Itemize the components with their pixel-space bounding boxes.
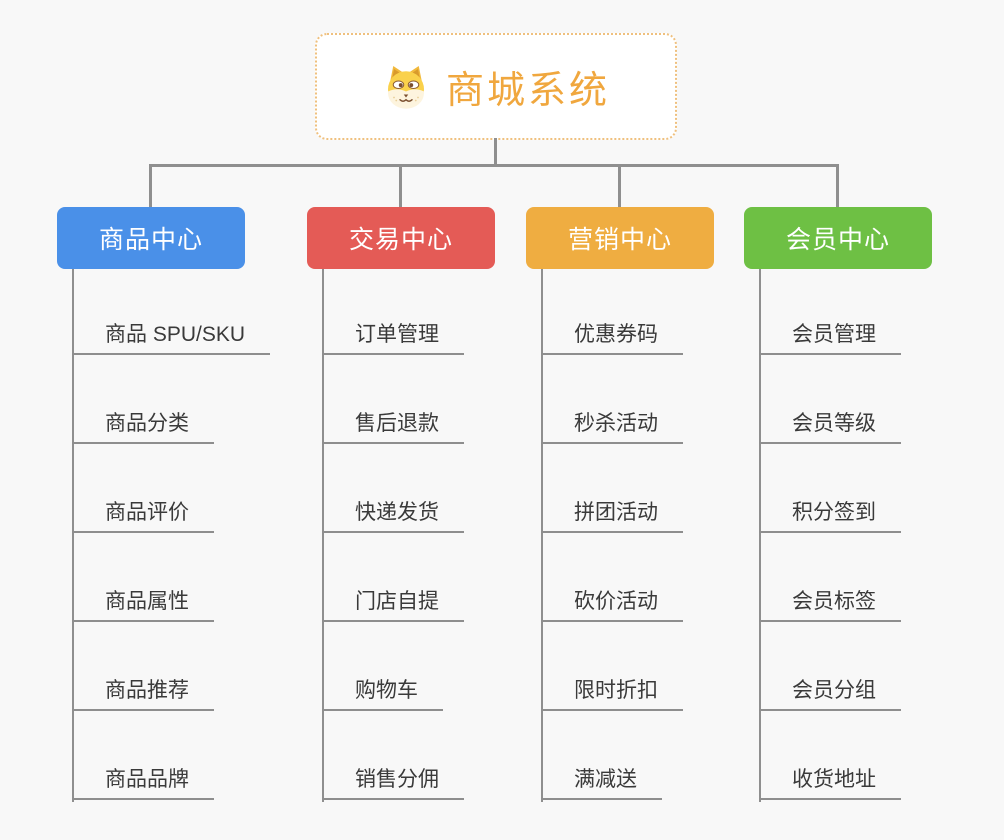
- child-topic[interactable]: 订单管理: [322, 323, 464, 355]
- child-topic[interactable]: 拼团活动: [541, 501, 683, 533]
- child-topic[interactable]: 会员分组: [759, 679, 901, 711]
- root-topic-title: 商城系统: [445, 70, 610, 112]
- branch-node-marketing[interactable]: 营销中心: [526, 207, 714, 269]
- branch-node-products[interactable]: 商品中心: [57, 207, 245, 269]
- root-topic[interactable]: 商城系统: [315, 33, 677, 140]
- child-topic[interactable]: 商品 SPU/SKU: [72, 323, 271, 355]
- shiba-dog-icon: [387, 65, 424, 109]
- child-topic[interactable]: 会员标签: [759, 590, 901, 622]
- child-topic[interactable]: 商品品牌: [72, 768, 214, 800]
- branch-node-members[interactable]: 会员中心: [744, 207, 932, 269]
- child-topic[interactable]: 售后退款: [322, 412, 464, 444]
- child-topic[interactable]: 商品推荐: [72, 679, 214, 711]
- connector-trunk: [322, 269, 324, 802]
- connector-drop: [836, 164, 839, 207]
- connector-trunk: [541, 269, 543, 802]
- child-topic[interactable]: 限时折扣: [541, 679, 683, 711]
- connector-drop: [399, 164, 402, 207]
- child-topic[interactable]: 秒杀活动: [541, 412, 683, 444]
- child-topic[interactable]: 收货地址: [759, 768, 901, 800]
- child-topic[interactable]: 购物车: [322, 679, 443, 711]
- child-topic[interactable]: 砍价活动: [541, 590, 683, 622]
- child-topic[interactable]: 商品属性: [72, 590, 214, 622]
- child-topic[interactable]: 会员管理: [759, 323, 901, 355]
- connector-bus: [150, 164, 838, 167]
- child-topic[interactable]: 快递发货: [322, 501, 464, 533]
- connector-root-stub: [494, 138, 497, 167]
- child-topic[interactable]: 满减送: [541, 768, 662, 800]
- child-topic[interactable]: 会员等级: [759, 412, 901, 444]
- connector-drop: [149, 164, 152, 207]
- child-topic[interactable]: 销售分佣: [322, 768, 464, 800]
- connector-trunk: [759, 269, 761, 802]
- child-topic[interactable]: 优惠券码: [541, 323, 683, 355]
- child-topic[interactable]: 商品评价: [72, 501, 214, 533]
- child-topic[interactable]: 门店自提: [322, 590, 464, 622]
- connector-trunk: [72, 269, 74, 802]
- child-topic[interactable]: 商品分类: [72, 412, 214, 444]
- child-topic[interactable]: 积分签到: [759, 501, 901, 533]
- branch-node-trade[interactable]: 交易中心: [307, 207, 495, 269]
- connector-drop: [618, 164, 621, 207]
